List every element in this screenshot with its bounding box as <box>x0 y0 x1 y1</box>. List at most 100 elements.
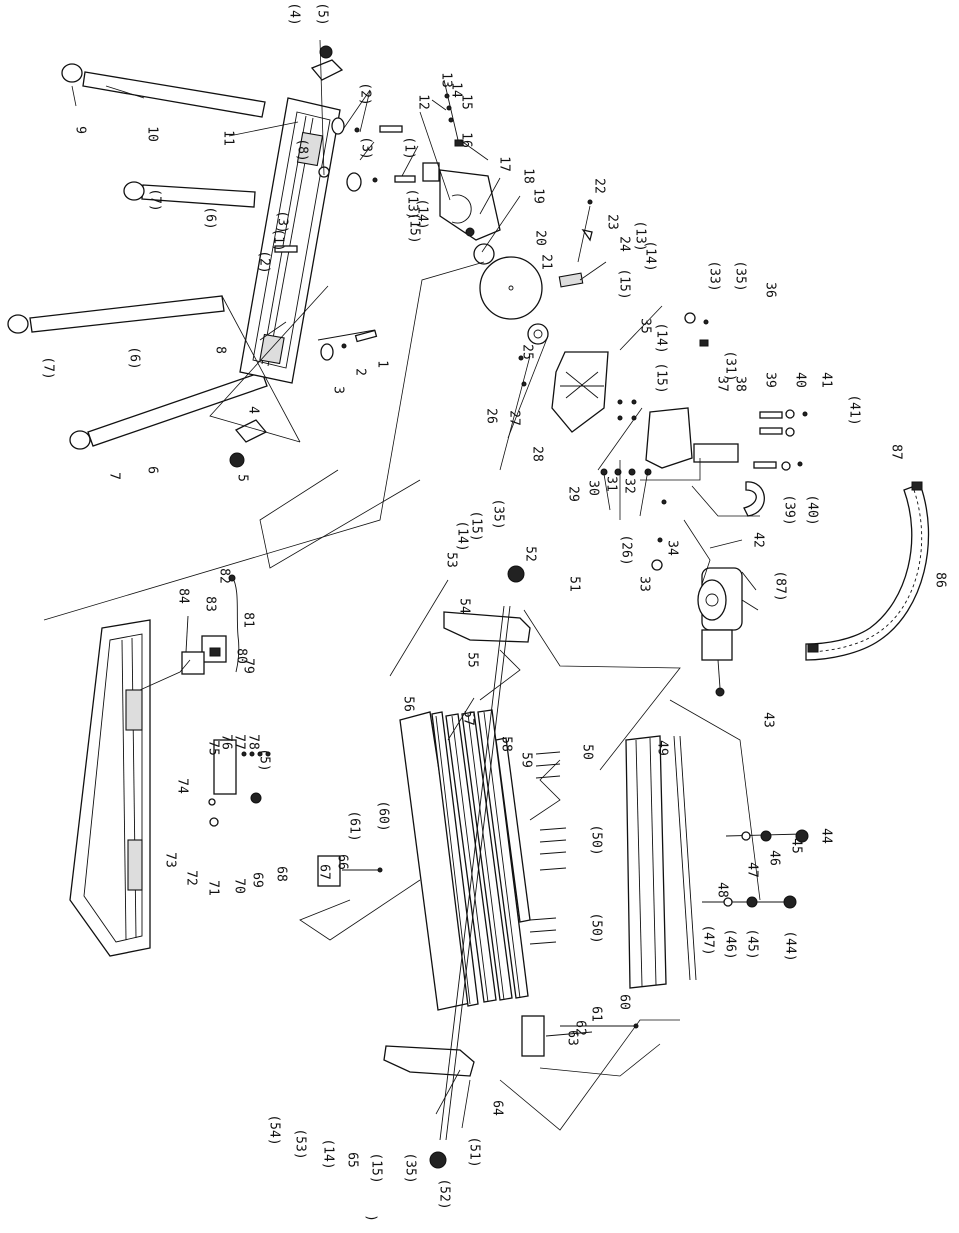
part-label: (5) <box>314 2 330 26</box>
small-parts-22-24 <box>558 199 593 288</box>
part-label: 83 <box>202 596 218 612</box>
part-label: 70 <box>231 878 247 894</box>
part-label: (35) <box>490 498 506 530</box>
part-label: 58 <box>498 736 514 752</box>
part-label: 2 <box>352 368 368 376</box>
part-label: (45) <box>744 928 760 960</box>
part-label: (46) <box>722 928 738 960</box>
fastener-stack-upper <box>274 117 416 253</box>
part-label: 11 <box>220 130 236 146</box>
part-label: (54) <box>266 1114 282 1146</box>
part-label: 51 <box>566 576 582 592</box>
part-label: (5) <box>256 748 272 772</box>
part-label: 68 <box>273 866 289 882</box>
part-label: 32 <box>621 478 637 494</box>
part-label: 52 <box>522 546 538 562</box>
part-label: 47 <box>744 862 760 878</box>
part-label: 74 <box>174 778 190 794</box>
part-label: 65 <box>344 1152 360 1168</box>
motor-plate-28 <box>518 351 609 433</box>
part-label: 30 <box>585 480 601 496</box>
part-label: 69 <box>249 872 265 888</box>
part-label: 28 <box>529 446 545 462</box>
part-label: 72 <box>183 870 199 886</box>
part-label: (35) <box>732 260 748 292</box>
part-label: (61) <box>346 810 362 842</box>
part-label: (35) <box>402 1152 418 1184</box>
part-label: 63 <box>564 1030 580 1046</box>
mount-block-32 <box>600 399 739 476</box>
part-label: (1) <box>401 136 417 160</box>
part-label: (50) <box>588 912 604 944</box>
part-label: 53 <box>443 552 459 568</box>
part-label: 18 <box>520 168 536 184</box>
part-label: 55 <box>464 652 480 668</box>
part-label: (15) <box>653 362 669 394</box>
part-label: (15) <box>616 268 632 300</box>
part-label: 43 <box>760 712 776 728</box>
part-label: (47) <box>700 924 716 956</box>
part-label: 87 <box>888 444 904 460</box>
part-label: 12 <box>415 94 431 110</box>
part-label: 34 <box>664 540 680 556</box>
part-label: 86 <box>932 572 948 588</box>
bracket-4-top <box>310 45 344 81</box>
part-label: (2) <box>357 82 373 106</box>
part-label: 50 <box>579 744 595 760</box>
part-label: (15) <box>406 212 422 244</box>
part-label: (4) <box>286 2 302 26</box>
long-rods-53 <box>439 605 511 1141</box>
part-label: 21 <box>538 254 554 270</box>
part-label: (8) <box>294 138 310 162</box>
handle-42 <box>743 481 765 517</box>
fence-49 <box>625 735 667 989</box>
part-label: 22 <box>591 178 607 194</box>
clamp-assembly-68-78 <box>208 739 271 827</box>
part-label: 8 <box>212 346 228 354</box>
leg-tube-6-middle <box>7 295 225 334</box>
part-label: 59 <box>518 752 534 768</box>
switch-box-83 <box>201 635 227 663</box>
bolt-set-44-47 <box>702 829 809 909</box>
part-label: 71 <box>205 880 221 896</box>
screws-33-34 <box>651 499 667 571</box>
part-label: 17 <box>496 156 512 172</box>
part-label: 36 <box>762 282 778 298</box>
part-label: 16 <box>458 132 474 148</box>
part-label: (1) <box>270 228 286 252</box>
part-label: 57 <box>460 710 476 726</box>
screw-column-13-16 <box>443 79 464 147</box>
knob-52-top <box>507 565 525 583</box>
part-label: 48 <box>714 882 730 898</box>
part-label: 77 <box>231 734 247 750</box>
part-label: 44 <box>818 828 834 844</box>
part-label: 42 <box>750 532 766 548</box>
part-label: 61 <box>588 1006 604 1022</box>
screws-50 <box>529 751 567 945</box>
cable-81 <box>185 574 240 673</box>
part-label: (14) <box>642 240 658 272</box>
part-label: (7) <box>40 356 56 380</box>
part-label: (41) <box>846 394 862 426</box>
part-label: 46 <box>766 850 782 866</box>
screw-column-33-36 <box>684 312 709 347</box>
blade-guard-17 <box>422 162 501 241</box>
part-label: (26) <box>618 534 634 566</box>
part-label: (6) <box>126 346 142 370</box>
part-label: 4 <box>245 406 261 414</box>
part-label: (50) <box>588 824 604 856</box>
part-label: 49 <box>654 740 670 756</box>
part-label: (15) <box>468 510 484 542</box>
part-label: 66 <box>334 854 350 870</box>
leg-tube-6-upper <box>123 181 256 208</box>
part-label: (14) <box>320 1138 336 1170</box>
part-label: 82 <box>216 568 232 584</box>
part-label: 9 <box>72 126 88 134</box>
part-label: (39) <box>781 494 797 526</box>
clamp-66-67 <box>317 855 383 887</box>
blade-parts <box>465 227 549 345</box>
cable-chain-86 <box>805 481 930 661</box>
strip-48 <box>673 735 697 981</box>
part-label: 25 <box>519 344 535 360</box>
